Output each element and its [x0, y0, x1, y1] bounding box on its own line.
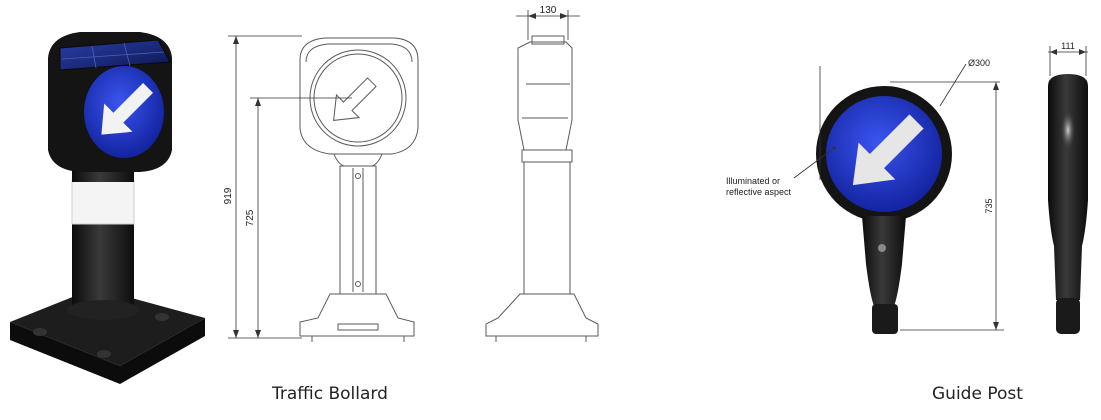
- front-arrow-icon: [333, 77, 377, 121]
- bollard-post-foot: [67, 300, 139, 320]
- dim-guide-width-label: 111: [1061, 41, 1075, 51]
- guide-post-arrow-icon: [852, 114, 924, 186]
- bollard-dimensions: [228, 10, 580, 339]
- guide-post-side: [1048, 74, 1088, 334]
- bollard-base: [10, 288, 205, 366]
- dim-total-height-label: 919: [223, 187, 234, 204]
- front-base-outline: [299, 293, 415, 337]
- bollard-front-drawing: [299, 37, 419, 342]
- reflective-band: [71, 179, 135, 225]
- bollard-render: [10, 32, 205, 384]
- front-head-outline: [299, 37, 419, 155]
- base-bolt-2: [97, 350, 111, 358]
- bollard-caption: Traffic Bollard: [272, 384, 388, 404]
- front-post-outline: [339, 165, 377, 295]
- base-bolt-3: [155, 313, 169, 321]
- base-bolt-1: [33, 328, 47, 336]
- dim-diameter-label: Ø300: [968, 58, 990, 68]
- bollard-side-drawing: [485, 35, 599, 342]
- guide-post-front: [816, 86, 952, 334]
- dim-post-height-label: 725: [245, 209, 256, 226]
- aspect-label-line2: reflective aspect: [726, 187, 792, 197]
- aspect-label-line1: Illuminated or: [726, 176, 780, 186]
- guide-post-bolt: [878, 244, 886, 252]
- bollard-post-lower: [72, 222, 134, 312]
- dim-guide-height-label: 735: [984, 198, 994, 213]
- guide-post-caption: Guide Post: [932, 384, 1023, 404]
- bollard-arrow-icon: [101, 83, 153, 135]
- guide-post-neck: [862, 216, 906, 306]
- bollard-base-side: [10, 318, 205, 384]
- guide-post-foot: [872, 304, 898, 334]
- dim-bollard-width-label: 130: [540, 5, 557, 16]
